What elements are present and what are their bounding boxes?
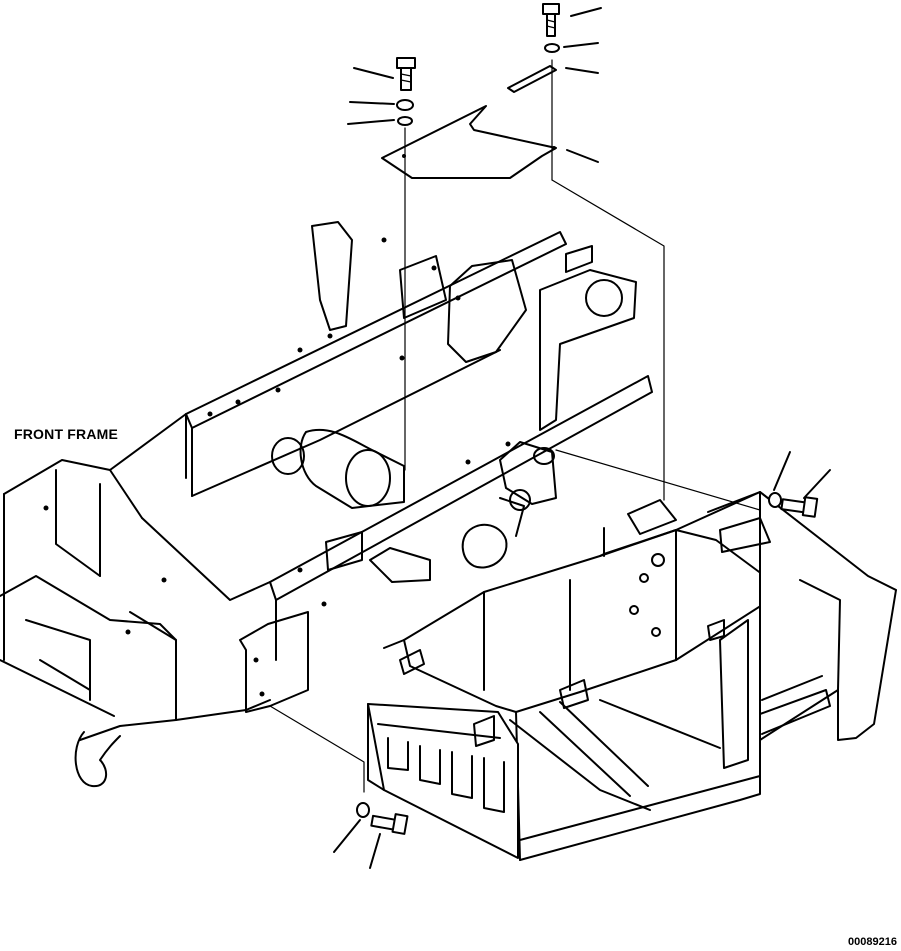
leader-line [773,451,791,491]
top-right-bolt [542,3,560,37]
leader-line [566,149,599,163]
leader-line [803,469,831,499]
top-left-washer-1 [396,99,414,111]
leader-line [565,67,599,74]
leader-line [347,119,395,125]
top-right-washer [544,43,560,53]
front-frame [0,221,653,788]
guide-line [555,449,761,511]
front-frame-label: FRONT FRAME [14,426,119,442]
top-right-plate-strip [507,65,557,93]
leader-line [353,67,394,79]
leader-line [369,833,381,869]
guide-line [269,705,365,793]
rear-frame [367,491,897,861]
leader-line [349,101,395,105]
leader-line [570,7,602,17]
top-left-washer-2 [397,116,413,126]
bottom-bolt [370,813,409,835]
leader-line [563,42,599,48]
drawing-number: 00089216 [848,936,897,948]
right-bolt [780,496,819,518]
bottom-washer [356,802,370,818]
guide-line [551,179,665,501]
rail-bolt-holes [43,237,511,635]
right-washer [768,492,782,508]
top-left-bolt [396,57,416,91]
leader-line [333,819,361,853]
